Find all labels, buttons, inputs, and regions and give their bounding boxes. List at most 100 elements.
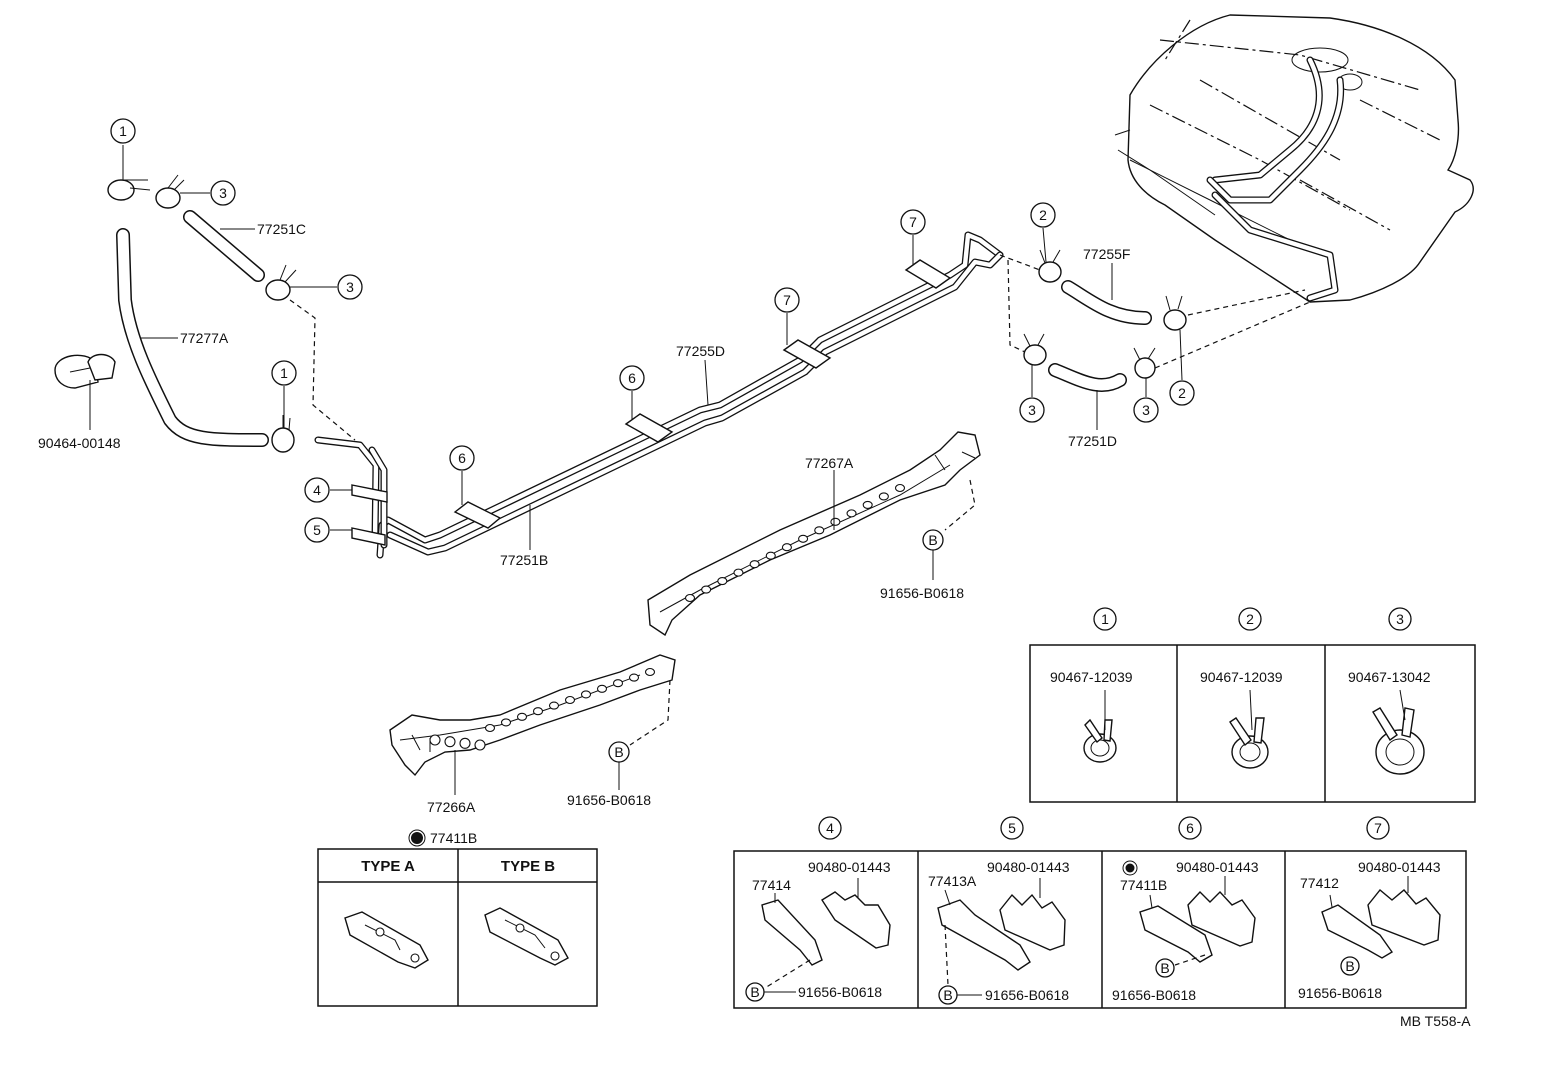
- callout-3-b-label: 3: [346, 279, 354, 295]
- callout-7-a-label: 7: [783, 292, 791, 308]
- bracket-hole: [814, 526, 825, 535]
- clamp-col1-num: 1: [1101, 611, 1109, 627]
- callout-7-b: [900, 209, 926, 235]
- callout-4: [304, 477, 330, 503]
- clip-col6-bolt: 91656-B0618: [1112, 987, 1196, 1003]
- bracket-hole: [628, 673, 640, 682]
- clamp-col2-num: 2: [1246, 611, 1254, 627]
- label-77255D: 77255D: [676, 343, 725, 359]
- clip-90480-icon: [1187, 876, 1256, 947]
- bracket-hole: [644, 667, 656, 677]
- clamp-icon: [1023, 333, 1047, 366]
- bracket-hole: [830, 517, 841, 526]
- bracket-hole: [765, 551, 776, 560]
- callout-2-b-label: 2: [1178, 385, 1186, 401]
- clip-col5-bracket: 77413A: [928, 873, 977, 889]
- type-table: 77411B TYPE A TYPE B: [317, 829, 598, 1007]
- clip-col4-clip: 90480-01443: [808, 859, 891, 875]
- clamp-icon: [155, 174, 185, 209]
- clamp-icon: [107, 179, 151, 201]
- label-90464-00148: 90464-00148: [38, 435, 121, 451]
- bracket-hole: [548, 701, 560, 710]
- hose-clamp-medium-icon: [1229, 689, 1269, 769]
- callout-B-b-label: B: [614, 744, 623, 760]
- callout-6-b: [619, 365, 645, 391]
- label-77266A: 77266A: [427, 799, 476, 815]
- marked-part-dot-icon: [411, 832, 423, 844]
- clamp-icon: [1133, 347, 1156, 379]
- bracket-hole: [459, 737, 471, 749]
- callout-6-a: [449, 445, 475, 471]
- bracket-77414-icon: [761, 893, 823, 966]
- clip-col6-num: 6: [1186, 820, 1194, 836]
- clamp-col1-part: 90467-12039: [1050, 669, 1133, 685]
- part-labels: 77251C 77277A 90464-00148 77255D 77255F …: [38, 221, 1130, 815]
- clip-col4-num: 4: [826, 820, 834, 836]
- callout-6-b-label: 6: [628, 370, 636, 386]
- clip-col4-bolt: 91656-B0618: [798, 984, 882, 1000]
- label-77277A: 77277A: [180, 330, 229, 346]
- callout-1-mid-label: 1: [280, 365, 288, 381]
- hose-77251D: [1048, 363, 1127, 392]
- main-fuel-line: [314, 231, 1004, 559]
- callout-3-c-label: 3: [1028, 402, 1036, 418]
- fuel-tank: [1114, 14, 1474, 303]
- bracket-hole: [717, 577, 728, 586]
- bracket-hole: [516, 712, 528, 721]
- label-77255F: 77255F: [1083, 246, 1130, 262]
- clip-col7-clip: 90480-01443: [1358, 859, 1441, 875]
- clamp-col2-part: 90467-12039: [1200, 669, 1283, 685]
- clip-90480-icon: [821, 878, 891, 949]
- bracket-hole: [846, 509, 857, 518]
- bracket-hole: [684, 593, 696, 603]
- type-a-header: TYPE A: [361, 858, 415, 875]
- callout-3-c: [1019, 397, 1045, 423]
- leaders: [89, 228, 1113, 795]
- hose-77251C: [183, 210, 265, 282]
- label-77251B: 77251B: [500, 552, 548, 568]
- clip-col6-bracket: 77411B: [1120, 877, 1167, 893]
- bracket-hole: [532, 707, 544, 716]
- bracket-hole: [701, 585, 712, 594]
- clip-col6-B: B: [1160, 960, 1169, 976]
- clamp-table: 1 2 3 90467-12039 90467-12039 90467-1304…: [1029, 607, 1476, 803]
- clip-col7-bracket: 77412: [1300, 875, 1339, 891]
- clip-90464-icon: [54, 353, 116, 389]
- callout-3-a-label: 3: [219, 185, 227, 201]
- clip-col5-bolt: 91656-B0618: [985, 987, 1069, 1003]
- reinforcement-77266A: [389, 654, 676, 777]
- callout-2-b: [1169, 380, 1195, 406]
- label-77267A: 77267A: [805, 455, 854, 471]
- clamp-col3-num: 3: [1396, 611, 1404, 627]
- bracket-hole: [612, 679, 624, 688]
- bracket-hole: [781, 543, 792, 552]
- bracket-hole: [429, 734, 441, 746]
- hose-77255F: [1061, 280, 1152, 325]
- callout-7-b-label: 7: [909, 214, 917, 230]
- bracket-type-b-icon: [484, 907, 569, 966]
- bracket-77411B-icon: [1139, 894, 1213, 963]
- clip-table: 4 5 6 7 90480-01443 77414 B 91656-B0618 …: [733, 816, 1467, 1009]
- callouts: 1 3 3 1 4 5 6 6 7 7 2 2: [110, 118, 1195, 790]
- callout-B-a-label: B: [928, 532, 937, 548]
- clip-col7-B: B: [1345, 958, 1354, 974]
- reference-code: MB T558-A: [1400, 1013, 1471, 1029]
- callout-3-d: [1133, 397, 1159, 423]
- callout-1-top: [110, 118, 136, 144]
- callout-3-d-label: 3: [1142, 402, 1150, 418]
- bracket-hole: [444, 736, 456, 748]
- clamp-col3-part: 90467-13042: [1348, 669, 1431, 685]
- label-77251D: 77251D: [1068, 433, 1117, 449]
- label-91656-B0618-b: 91656-B0618: [567, 792, 651, 808]
- callout-5-label: 5: [313, 522, 321, 538]
- type-b-header: TYPE B: [501, 858, 555, 875]
- clip-col5-clip: 90480-01443: [987, 859, 1070, 875]
- bracket-77413A-icon: [937, 889, 1031, 971]
- clip-col4-B: B: [750, 984, 759, 1000]
- label-77251C: 77251C: [257, 221, 306, 237]
- clamp-icon: [1038, 249, 1062, 283]
- bracket-hole: [484, 723, 496, 733]
- clip-col4-bracket: 77414: [752, 877, 791, 893]
- bracket-hole: [564, 695, 576, 705]
- label-91656-B0618-a: 91656-B0618: [880, 585, 964, 601]
